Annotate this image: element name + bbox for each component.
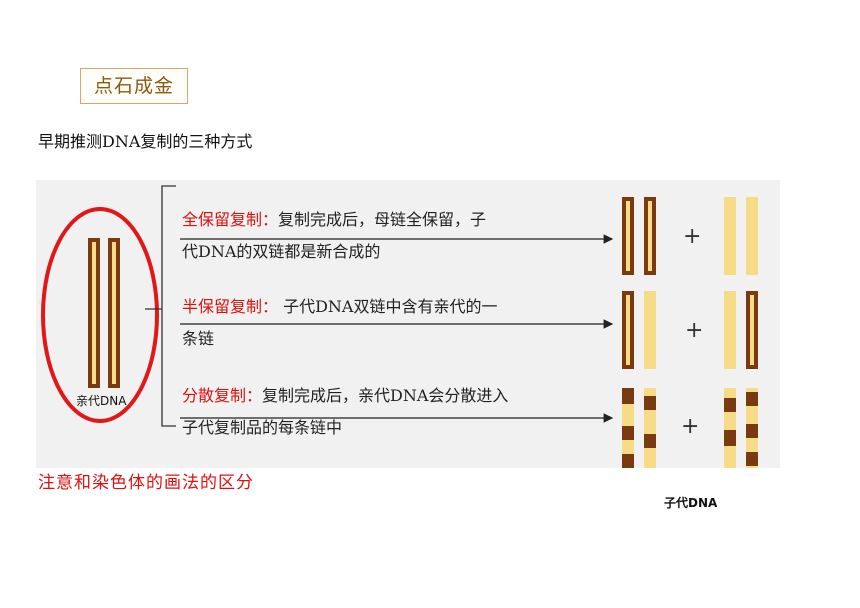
conservative-daughter-1 (622, 197, 656, 275)
mode-conservative: 全保留复制：复制完成后，母链全保留，子 代DNA的双链都是新合成的 (182, 204, 486, 268)
plus-sign-2: + (685, 318, 704, 343)
semiconservative-daughter-2 (724, 291, 758, 369)
mode-dispersive-desc-2: 子代复制品的每条链中 (182, 418, 343, 437)
slide-subtitle: 早期推测DNA复制的三种方式 (38, 132, 253, 151)
section-title-box: 点石成金 (80, 68, 188, 104)
mode-semiconservative-desc-1: 子代DNA双链中含有亲代的一 (278, 297, 498, 316)
plus-sign-1: + (683, 224, 702, 249)
mode-semiconservative-name: 半保留复制： (182, 297, 279, 316)
mode-semiconservative: 半保留复制： 子代DNA双链中含有亲代的一 条链 (182, 291, 498, 355)
parent-dna (88, 238, 120, 388)
mode-conservative-desc-1: 复制完成后，母链全保留，子 (278, 210, 487, 229)
mode-conservative-desc-2: 代DNA的双链都是新合成的 (182, 242, 381, 261)
mode-dispersive: 分散复制：复制完成后，亲代DNA会分散进入 子代复制品的每条链中 (182, 380, 508, 444)
conservative-daughter-2 (724, 197, 758, 275)
parent-dna-label: 亲代DNA (76, 394, 127, 408)
parent-ellipse (41, 207, 159, 423)
dispersive-daughter-2 (724, 388, 758, 468)
mode-conservative-name: 全保留复制： (182, 210, 279, 229)
semiconservative-daughter-1 (622, 291, 656, 369)
offspring-dna-label: 子代DNA (664, 496, 718, 510)
dispersive-daughter-1 (622, 388, 656, 468)
section-title: 点石成金 (93, 75, 174, 97)
drawing-note: 注意和染色体的画法的区分 (38, 473, 254, 493)
mode-dispersive-desc-1: 复制完成后，亲代DNA会分散进入 (262, 386, 509, 405)
plus-sign-3: + (681, 414, 700, 439)
mode-bracket (161, 185, 176, 427)
mode-semiconservative-desc-2: 条链 (182, 329, 215, 348)
mode-dispersive-name: 分散复制： (182, 386, 263, 405)
